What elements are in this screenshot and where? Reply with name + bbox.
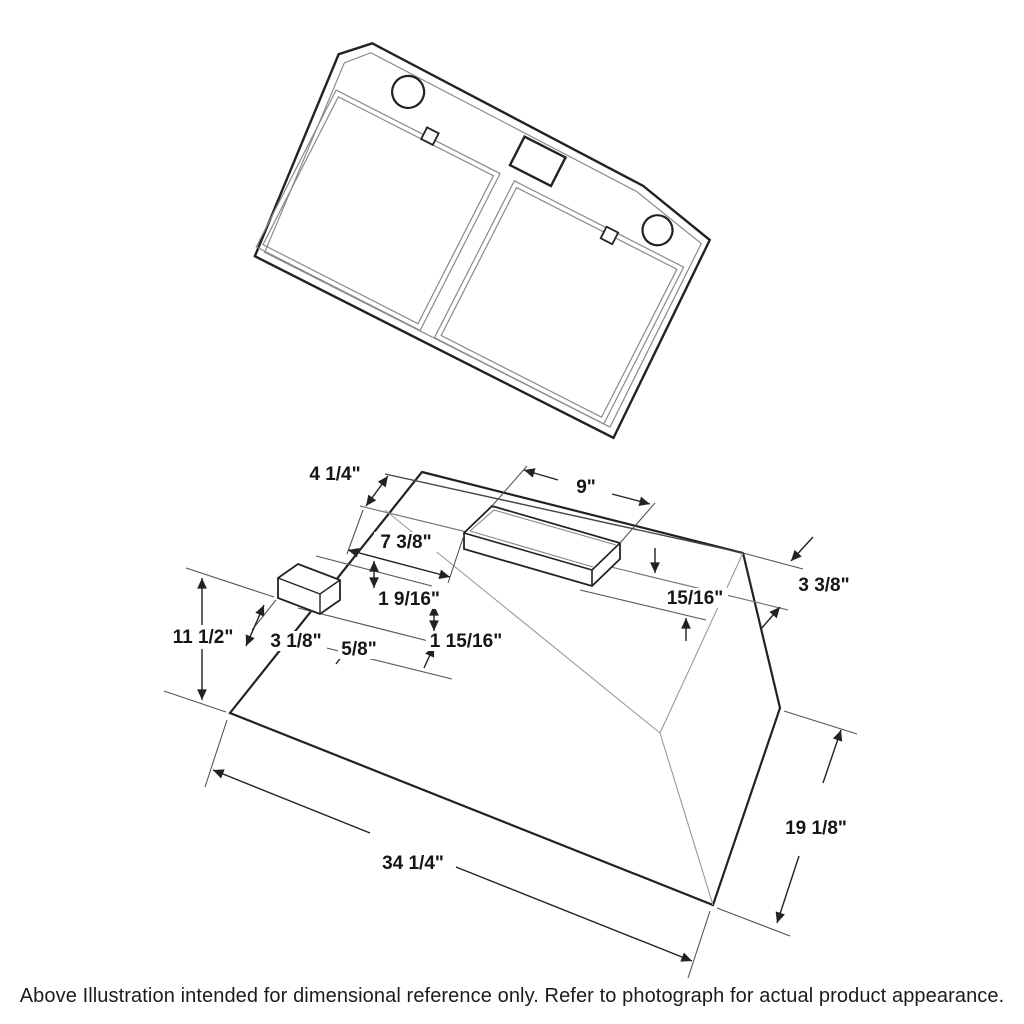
- dim-line-19-1-8-upper: [822, 729, 843, 784]
- dim-label-7-3-8: 7 3/8": [380, 532, 431, 553]
- label-bg: [265, 631, 327, 651]
- dim-label-34-1-4: 34 1/4": [382, 853, 444, 874]
- duct-collar: [463, 504, 621, 588]
- dim-line-3-3-8-upper: [790, 536, 814, 562]
- dim-line-9-right: [611, 493, 651, 507]
- filter-panel-left-inner: [262, 95, 495, 325]
- filter-panel-right-frame: [433, 180, 685, 425]
- label-bg: [168, 627, 238, 647]
- label-bg: [571, 477, 601, 497]
- light-right: [641, 214, 674, 247]
- label-bg: [426, 631, 506, 651]
- hood-dimension-view: 4 1/4" 9" 7 3/8" 1 9/16" 15/16" 3 3/8" 1…: [163, 464, 858, 979]
- dim-label-1-9-16: 1 9/16": [378, 589, 440, 610]
- duct-collar-inner-edges: [469, 509, 617, 568]
- filter-panel-left-frame: [255, 89, 501, 332]
- caption: Above Illustration intended for dimensio…: [19, 985, 1005, 1007]
- filter-panel-right-inner: [440, 186, 678, 418]
- label-bg: [374, 532, 438, 552]
- junction-box-outline: [277, 562, 341, 616]
- hood-back-strip-edge: [384, 473, 744, 554]
- dim-line-34-1-4-right: [455, 866, 693, 962]
- filter-clip-right: [599, 225, 620, 246]
- duct-collar-rim-edges: [463, 532, 621, 586]
- dim-line-19-1-8-lower: [775, 855, 800, 924]
- dimension-labels: 4 1/4" 9" 7 3/8" 1 9/16" 15/16" 3 3/8" 1…: [173, 464, 850, 874]
- dim-line-7-3-8: [347, 547, 451, 580]
- dim-label-5-8: 5/8": [341, 639, 376, 660]
- dim-label-4-1-4: 4 1/4": [309, 464, 360, 485]
- junction-box-edges: [277, 577, 341, 614]
- dim-label-1-15-16: 1 15/16": [430, 631, 502, 652]
- dim-label-3-3-8: 3 3/8": [798, 575, 849, 596]
- extension-lines: [163, 465, 858, 979]
- dim-line-9-left: [523, 468, 559, 481]
- label-bg: [780, 818, 852, 838]
- label-bg: [306, 465, 364, 484]
- dim-line-3-3-8-lower: [760, 606, 781, 630]
- junction-box: [277, 562, 341, 616]
- dim-line-34-1-4-left: [212, 769, 371, 834]
- label-bg: [371, 589, 447, 609]
- dim-label-11-1-2: 11 1/2": [173, 627, 234, 648]
- hood-underside-view: [253, 42, 712, 440]
- dim-line-4-1-4: [365, 475, 389, 507]
- control-panel: [508, 135, 568, 188]
- label-bg: [662, 588, 728, 608]
- dim-label-15-16: 15/16": [667, 588, 724, 609]
- light-left: [391, 74, 426, 110]
- dim-label-3-1-8: 3 1/8": [270, 631, 321, 652]
- dim-label-19-1-8: 19 1/8": [785, 818, 847, 839]
- dim-label-9: 9": [576, 477, 596, 498]
- label-bg: [338, 639, 380, 659]
- label-bg: [376, 853, 450, 873]
- hood-underside-inner-edge: [263, 52, 703, 428]
- hood-underside-outline: [253, 42, 712, 440]
- label-bg: [791, 575, 858, 595]
- hood-body-outline: [228, 470, 782, 907]
- dimension-lines: [197, 468, 843, 962]
- dim-line-3-1-8: [245, 604, 265, 647]
- filter-clip-left: [419, 126, 440, 147]
- dimension-label-backgrounds: [168, 465, 858, 873]
